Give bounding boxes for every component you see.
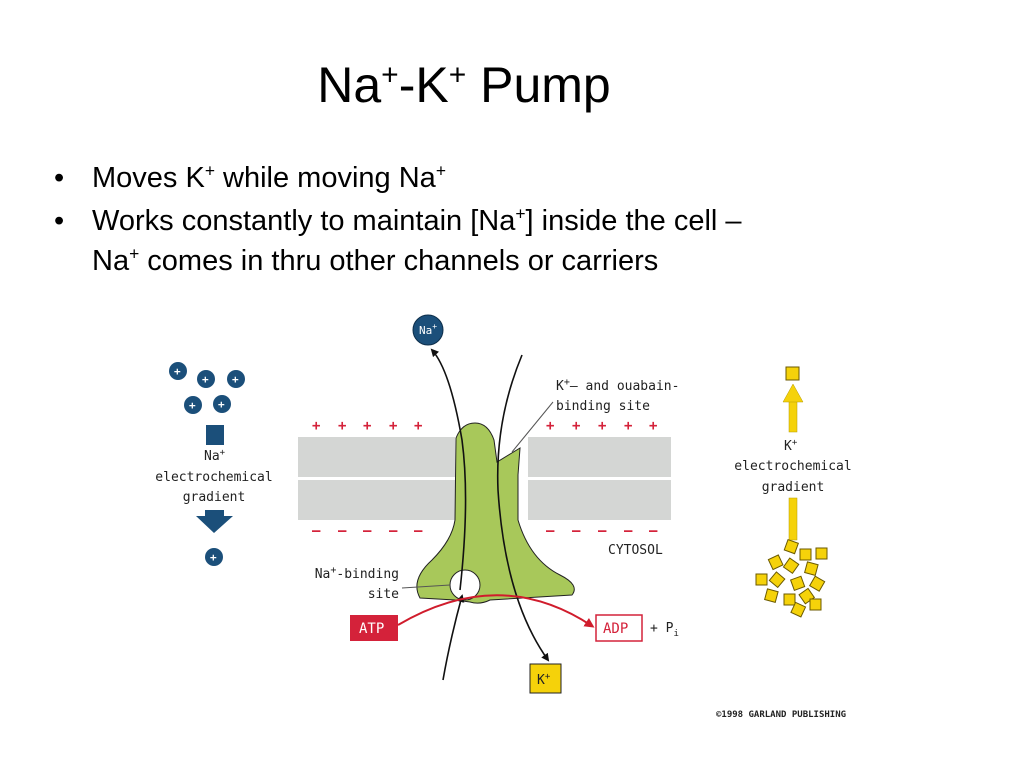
- cytosol-label: CYTOSOL: [608, 543, 663, 558]
- plus-charge: +: [598, 418, 606, 434]
- atp-label: ATP: [359, 621, 384, 637]
- pi-label: + Pi: [650, 621, 679, 639]
- plus-charge: +: [546, 418, 554, 434]
- membrane-right-upper: [528, 437, 671, 477]
- atp-to-adp-arrow: [397, 594, 595, 628]
- membrane-left-lower: [298, 480, 455, 520]
- slide-title: Na+-K+ Pump: [317, 57, 611, 113]
- k-gradient-arrow-stem: [788, 399, 798, 433]
- k-gradient-panel: K+ electrochemical gradient: [734, 366, 852, 618]
- k-gradient-line2: electrochemical: [734, 459, 851, 474]
- atp-box: [350, 615, 398, 641]
- svg-text:binding site: binding site: [556, 399, 650, 414]
- k-in-arrow: [496, 354, 550, 662]
- adp-label: ADP: [603, 621, 628, 637]
- k-binding-site-label: K+– and ouabain- binding site: [556, 377, 679, 414]
- k-ion-single: [785, 366, 800, 381]
- svg-text:Na+-binding: Na+-binding: [315, 565, 399, 582]
- bullet-text: while moving Na: [214, 162, 436, 194]
- bullet-item-2: •Works constantly to maintain [Na+] insi…: [52, 201, 932, 281]
- ion-plus: +: [210, 551, 217, 564]
- superscript-plus: +: [129, 243, 140, 264]
- na-gradient-line3: gradient: [183, 490, 246, 505]
- bullet-text: ] inside the cell –: [525, 205, 742, 237]
- plus-charge: +: [414, 418, 422, 434]
- k-binding-leader: [511, 401, 554, 453]
- membrane-charges: + + + + + + + + + + – – – – – – – – – –: [312, 418, 658, 539]
- ion-plus: +: [232, 373, 239, 386]
- na-out-arrow: [430, 348, 467, 591]
- bullet-item-1: •Moves K+ while moving Na+: [52, 158, 932, 198]
- pump-protein: [416, 422, 575, 604]
- svg-text:K+– and ouabain-: K+– and ouabain-: [556, 377, 679, 394]
- bullet-text: comes in thru other channels or carriers: [139, 245, 659, 277]
- ion-plus: +: [202, 373, 209, 386]
- plus-charge: +: [389, 418, 397, 434]
- bullet-list: •Moves K+ while moving Na+ •Works consta…: [52, 158, 932, 281]
- plus-charge: +: [338, 418, 346, 434]
- k-gradient-arrow-lower: [788, 497, 798, 541]
- na-gradient-arrow-head: [196, 510, 233, 533]
- minus-charge: –: [598, 523, 607, 539]
- adp-box: [595, 614, 643, 642]
- minus-charge: –: [572, 523, 581, 539]
- plus-charge: +: [312, 418, 320, 434]
- bullet-marker: •: [54, 205, 65, 237]
- superscript-plus: +: [204, 160, 215, 181]
- minus-charge: –: [546, 523, 555, 539]
- membrane-right-lower: [528, 480, 671, 520]
- na-enter-arrow: [442, 594, 465, 681]
- k-ion-bottom: K+: [529, 663, 562, 694]
- na-binding-leader: [401, 584, 451, 589]
- copyright-text: ©1998 GARLAND PUBLISHING: [716, 710, 846, 720]
- svg-text:Na+: Na+: [419, 322, 437, 337]
- minus-charge: –: [338, 523, 347, 539]
- na-gradient-line2: electrochemical: [155, 470, 272, 485]
- minus-charge: –: [389, 523, 398, 539]
- minus-charge: –: [649, 523, 658, 539]
- na-ion-cluster: [169, 362, 245, 414]
- superscript-plus: +: [515, 203, 526, 224]
- svg-text:K+: K+: [537, 672, 551, 688]
- na-binding-site-label: Na+-binding site: [315, 565, 399, 602]
- k-gradient-arrow-head: [782, 383, 804, 403]
- bullet-text: Na: [92, 245, 130, 277]
- na-gradient-label: Na+: [204, 448, 226, 464]
- membrane-left-upper: [298, 437, 455, 477]
- minus-charge: –: [414, 523, 423, 539]
- ion-plus: +: [174, 365, 181, 378]
- na-gradient-panel: + + + + + Na+ electrochemical gradient +: [155, 362, 273, 566]
- plus-charge: +: [363, 418, 371, 434]
- bullet-text: Moves K: [92, 162, 205, 194]
- k-ion-cluster: [755, 538, 828, 618]
- na-ion-top: Na+: [412, 314, 444, 346]
- k-gradient-line3: gradient: [762, 480, 825, 495]
- na-ion-single: [205, 548, 223, 566]
- ion-plus: +: [218, 398, 225, 411]
- bullet-text: Works constantly to maintain [Na: [92, 205, 516, 237]
- minus-charge: –: [624, 523, 633, 539]
- minus-charge: –: [363, 523, 372, 539]
- minus-charge: –: [312, 523, 321, 539]
- superscript-plus: +: [435, 160, 446, 181]
- svg-text:site: site: [368, 587, 399, 602]
- plus-charge: +: [649, 418, 657, 434]
- na-binding-pocket: [449, 569, 481, 601]
- plus-charge: +: [624, 418, 632, 434]
- bullet-marker: •: [54, 162, 65, 194]
- na-gradient-arrow-stem: [206, 425, 224, 445]
- k-gradient-label: K+: [784, 438, 798, 454]
- ion-plus: +: [189, 399, 196, 412]
- plus-charge: +: [572, 418, 580, 434]
